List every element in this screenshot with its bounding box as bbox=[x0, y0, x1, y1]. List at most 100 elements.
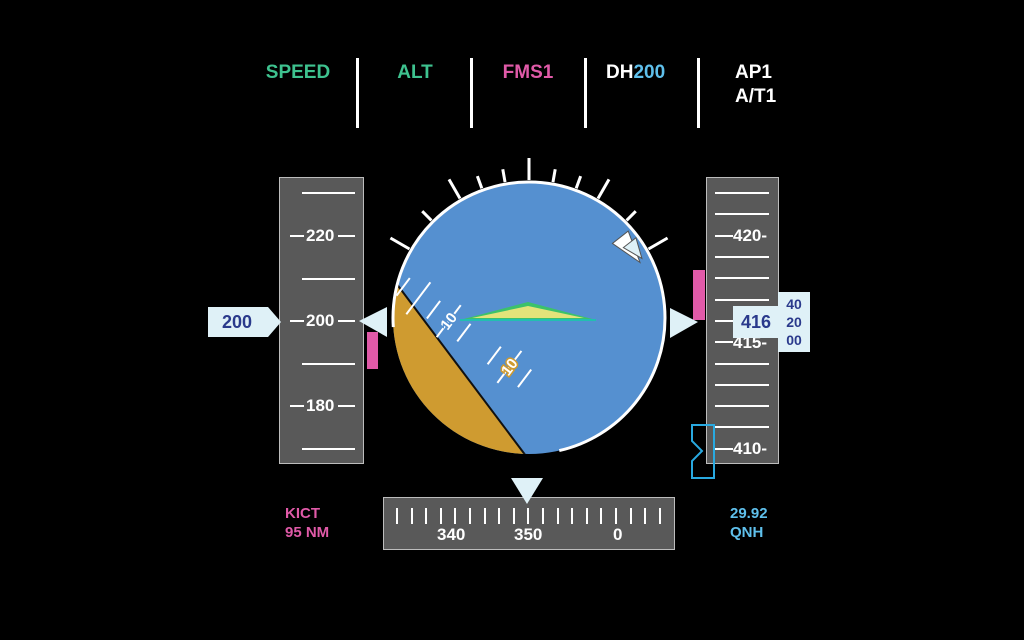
dh-prefix: DH bbox=[606, 62, 634, 83]
alt-tick bbox=[715, 299, 769, 301]
altitude-readout-hundreds: 416 bbox=[733, 306, 779, 338]
speed-tick bbox=[290, 405, 304, 407]
bank-pointer-icon bbox=[611, 230, 643, 264]
alt-tick bbox=[715, 448, 733, 450]
fma-speed-mode: SPEED bbox=[265, 62, 331, 83]
pitch-rung bbox=[496, 350, 523, 384]
pitch-rung bbox=[395, 277, 411, 297]
altitude-label: 420- bbox=[733, 226, 768, 245]
bank-tick bbox=[389, 236, 411, 251]
speed-label: 180 bbox=[306, 396, 335, 415]
heading-label: 0 bbox=[613, 525, 623, 544]
alt-tick bbox=[715, 235, 733, 237]
bank-tick bbox=[475, 175, 484, 189]
heading-tick bbox=[396, 508, 398, 524]
altitude-label: 410- bbox=[733, 439, 768, 458]
heading-tick bbox=[483, 508, 486, 524]
ap-status: AP1 bbox=[735, 62, 772, 83]
speed-tick bbox=[338, 405, 355, 407]
heading-tick bbox=[512, 508, 515, 524]
baro-unit: QNH bbox=[730, 524, 764, 541]
waypoint-distance: 95 NM bbox=[285, 524, 330, 541]
baro-setting: 29.92 bbox=[730, 505, 768, 522]
altitude-pointer-icon bbox=[670, 308, 698, 338]
heading-label: 340 bbox=[437, 525, 466, 544]
heading-tick bbox=[469, 508, 471, 524]
aircraft-symbol-icon bbox=[460, 302, 596, 321]
heading-tick bbox=[600, 508, 603, 524]
speed-label: 220 bbox=[306, 226, 335, 245]
rolling-digit: 00 bbox=[786, 332, 802, 348]
vertical-speed-trend-bar bbox=[693, 270, 705, 320]
speed-tick bbox=[302, 278, 355, 280]
speed-tick bbox=[290, 235, 304, 237]
heading-tick bbox=[585, 508, 588, 524]
selected-speed-box-shape bbox=[208, 307, 281, 337]
fma-alt-mode: ALT bbox=[397, 62, 433, 83]
bank-scale bbox=[389, 158, 669, 251]
heading-pointer-icon bbox=[511, 478, 543, 504]
bank-tick bbox=[551, 169, 557, 183]
heading-tick bbox=[454, 508, 457, 524]
speed-tick bbox=[302, 448, 355, 450]
pitch-rung bbox=[486, 346, 502, 365]
waypoint-id: KICT bbox=[285, 505, 320, 522]
attitude-bezel bbox=[391, 180, 667, 456]
bank-tick bbox=[574, 175, 583, 189]
heading-tick bbox=[629, 508, 632, 524]
dh-value: 200 bbox=[633, 62, 666, 83]
nav-info: KICT 95 NM bbox=[285, 504, 329, 542]
attitude-indicator: 10304010 bbox=[389, 158, 669, 456]
speed-tick bbox=[290, 320, 304, 322]
heading-tick bbox=[527, 508, 530, 524]
heading-tick bbox=[615, 508, 617, 524]
bank-tick bbox=[647, 236, 669, 251]
alt-tick bbox=[715, 341, 733, 343]
baro-info[interactable]: 29.92 QNH bbox=[730, 504, 768, 542]
at-status: A/T1 bbox=[735, 86, 777, 107]
bank-tick bbox=[421, 210, 433, 222]
fma-autopilot-status: AP1 A/T1 bbox=[735, 61, 776, 109]
heading-tick bbox=[439, 508, 442, 524]
heading-tick bbox=[425, 508, 428, 524]
heading-tick bbox=[498, 508, 501, 524]
altitude-readout-rolling: 40 20 00 bbox=[778, 292, 810, 352]
selected-speed-value: 200 bbox=[222, 312, 253, 332]
alt-tick bbox=[715, 363, 769, 365]
speed-label: 200 bbox=[306, 311, 335, 330]
speed-tick bbox=[302, 363, 355, 365]
pitch-rung bbox=[517, 368, 532, 388]
alt-tick bbox=[715, 256, 769, 258]
selected-speed-box[interactable] bbox=[208, 307, 282, 337]
airspeed-tape: 220 200 180 bbox=[279, 177, 364, 464]
heading-tick bbox=[542, 508, 544, 524]
heading-tick bbox=[571, 508, 574, 524]
speed-tick bbox=[302, 192, 355, 194]
bank-tick bbox=[625, 210, 637, 222]
selected-altitude-bug-icon bbox=[691, 424, 715, 479]
pitch-rung bbox=[456, 323, 472, 342]
pitch-rung bbox=[426, 300, 441, 320]
alt-tick bbox=[715, 426, 769, 428]
pitch-rung bbox=[405, 281, 432, 315]
alt-tick bbox=[715, 213, 769, 215]
heading-tick bbox=[410, 508, 413, 524]
fma-separator bbox=[584, 58, 587, 128]
heading-tick bbox=[644, 508, 647, 524]
heading-label: 350 bbox=[514, 525, 543, 544]
speed-pointer-icon bbox=[359, 307, 387, 337]
rolling-digit: 40 bbox=[786, 296, 802, 312]
alt-tick bbox=[715, 192, 769, 194]
horizon-line bbox=[395, 282, 527, 454]
speed-trend-bar bbox=[367, 332, 378, 369]
pitch-rung bbox=[435, 304, 462, 338]
bank-tick bbox=[501, 169, 507, 183]
speed-tick bbox=[338, 320, 355, 322]
fma-separator bbox=[356, 58, 359, 128]
fma-separator bbox=[470, 58, 473, 128]
fma-nav-mode: FMS1 bbox=[502, 62, 554, 83]
altitude-label: 415- bbox=[733, 333, 768, 352]
fma-decision-height: DH200 bbox=[606, 62, 678, 84]
heading-tick bbox=[556, 508, 559, 524]
rolling-digit: 20 bbox=[786, 314, 802, 330]
